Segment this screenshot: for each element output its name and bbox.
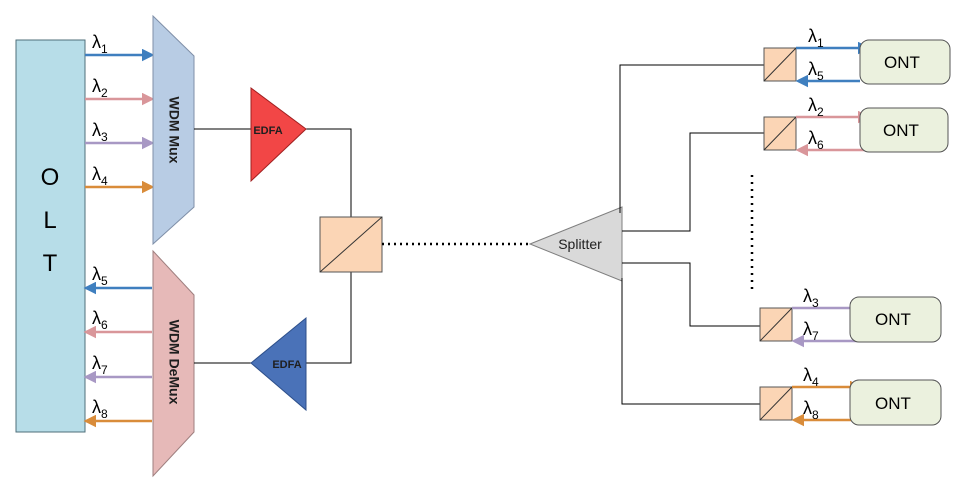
edfa-rx-amplifier [250, 316, 307, 412]
distribution-lines [619, 64, 764, 405]
ont-branch-1: ONT λ1 λ5 [763, 26, 951, 88]
olt-letter-t: T [43, 250, 58, 277]
wdm-mux-label: WDM Mux [166, 97, 182, 164]
ont-branch-4: ONT λ4 λ8 [759, 365, 942, 427]
splitter-label: Splitter [558, 236, 602, 252]
olt-tx-label-3: λ3 [92, 120, 108, 144]
wdm-mux [152, 14, 195, 246]
edfa-rx-label: EDFA [272, 359, 301, 371]
ont-3-up-label: λ7 [803, 319, 819, 343]
wdm-demux [152, 249, 195, 478]
trunk-lines [194, 128, 352, 364]
ont-1-down-label: λ1 [808, 26, 824, 50]
ont-2-label: ONT [883, 121, 919, 140]
ont-2-down-label: λ2 [808, 95, 824, 119]
ont-3-label: ONT [875, 310, 911, 329]
olt-rx-lanes [83, 281, 152, 428]
ont-branch-3: ONT λ3 λ7 [759, 286, 942, 348]
ont-2-box [859, 107, 949, 153]
ont-4-up-label: λ8 [803, 398, 819, 422]
olt-rx-label-5: λ5 [92, 264, 108, 288]
ont-1-box [859, 39, 951, 85]
olt-tx-label-1: λ1 [92, 32, 108, 56]
olt-rx-label-6: λ6 [92, 308, 108, 332]
olt-tx-label-2: λ2 [92, 76, 108, 100]
ont-branch-2: ONT λ2 λ6 [763, 95, 949, 157]
edfa-tx-amplifier [250, 87, 307, 183]
olt-tx-lanes [85, 48, 155, 194]
olt-box [15, 39, 86, 433]
ont-1-label: ONT [884, 53, 920, 72]
ont-4-box [849, 379, 942, 426]
ont-4-down-label: λ4 [803, 365, 819, 389]
splitter [528, 206, 623, 282]
olt-letter-o: O [41, 164, 60, 191]
edfa-tx-label: EDFA [253, 125, 282, 137]
olt-rx-label-7: λ7 [92, 353, 108, 377]
olt-rx-label-8: λ8 [92, 397, 108, 421]
ont-1-up-label: λ5 [808, 59, 824, 83]
ont-4-label: ONT [875, 394, 911, 413]
olt-letter-l: L [43, 207, 56, 234]
ont-3-box [849, 296, 942, 343]
ont-2-up-label: λ6 [808, 128, 824, 152]
olt-tx-label-4: λ4 [92, 164, 108, 188]
ont-3-down-label: λ3 [803, 286, 819, 310]
wdm-demux-label: WDM DeMux [166, 320, 182, 405]
